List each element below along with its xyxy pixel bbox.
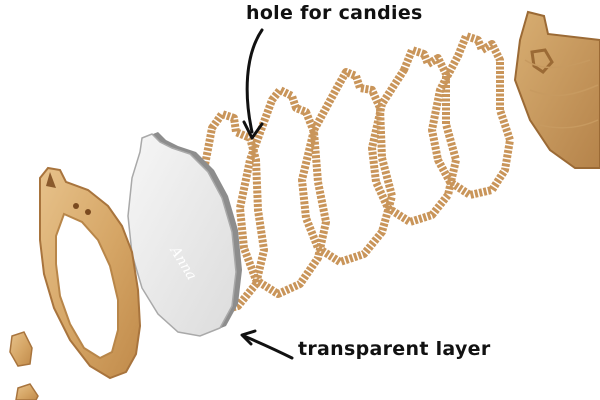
hole-for-candies-label: hole for candies [246,2,423,24]
frame-ring-3 [298,68,396,266]
back-plate [513,10,600,169]
transparent-layer-disc: Anna [127,132,242,337]
frame-ring-5 [428,32,514,199]
curved-arrow-left-icon [240,329,294,360]
bear-ear [46,172,56,188]
small-wooden-parts [9,331,39,400]
bear-eye-left [73,203,79,209]
front-bear-frame [39,166,142,380]
transparent-layer-label: transparent layer [298,338,491,360]
frame-ring-2 [236,86,330,298]
bear-eye-right [85,209,91,215]
curved-arrow-down-icon [242,28,264,140]
